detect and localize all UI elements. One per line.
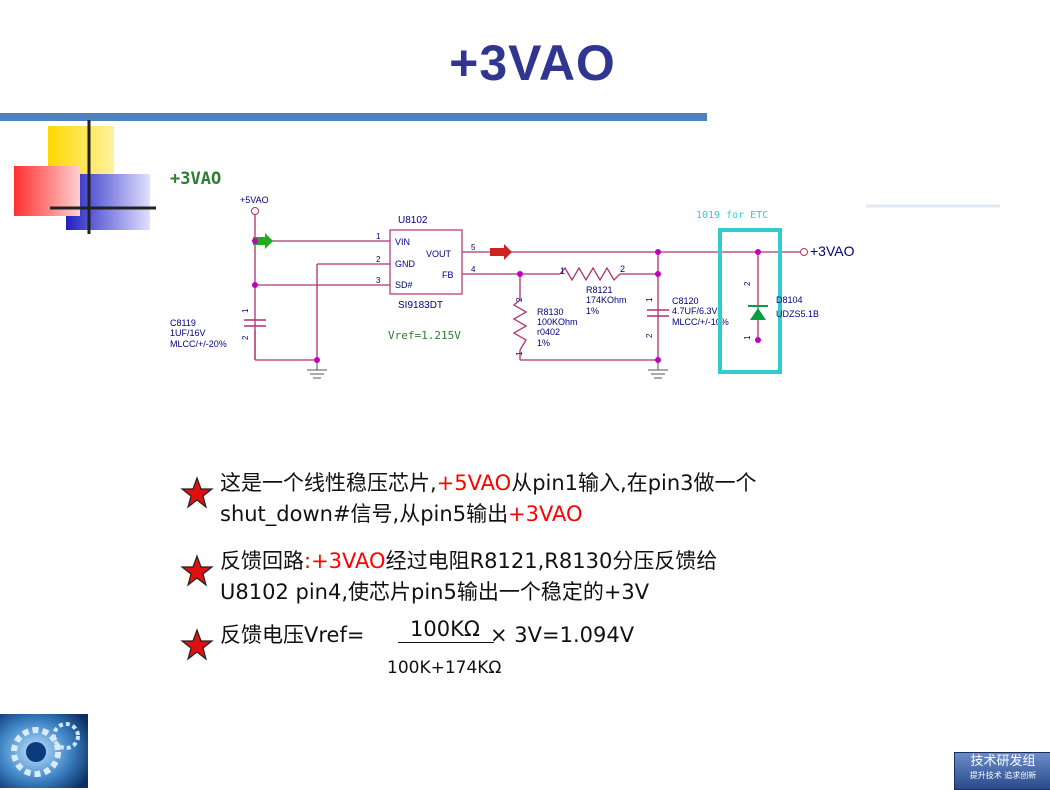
badge-title: 技术研发组: [970, 754, 1036, 769]
svg-text:UDZS5.1B: UDZS5.1B: [776, 309, 819, 319]
net-label-3vao: +3VAO: [170, 169, 221, 189]
svg-text:3: 3: [376, 276, 381, 285]
junction-nodes: [252, 238, 761, 363]
star-icon: [180, 628, 214, 661]
svg-text:1: 1: [743, 335, 752, 340]
resistor-r8121: 1 2 R8121 174KOhm 1%: [559, 264, 627, 316]
zener-diode-d8104: D8104 UDZS5.1B 2 1: [743, 281, 819, 340]
title-divider: [0, 113, 707, 121]
svg-text:2: 2: [515, 297, 524, 302]
svg-text:2: 2: [241, 335, 250, 340]
svg-text:2: 2: [620, 264, 625, 274]
svg-text:1%: 1%: [537, 338, 550, 348]
regulator-chip-u8102: U8102 VIN GND SD# VOUT FB 1 2 3 5 4 SI91…: [376, 215, 476, 311]
team-badge: 技术研发组 提升技术 追求创新: [954, 752, 1050, 790]
svg-text:MLCC/+/-20%: MLCC/+/-20%: [170, 339, 227, 349]
svg-text:VOUT: VOUT: [426, 249, 452, 259]
svg-text:D8104: D8104: [776, 295, 803, 305]
arrow-green: [253, 233, 273, 249]
etc-note: 1019 for ETC: [696, 210, 768, 221]
svg-text:2: 2: [743, 281, 752, 286]
svg-text:1: 1: [560, 266, 565, 276]
svg-text:1: 1: [376, 232, 381, 241]
svg-text:2: 2: [645, 333, 654, 338]
svg-text:2: 2: [376, 255, 381, 264]
svg-text:100KOhm: 100KOhm: [537, 317, 578, 327]
badge-subtitle: 提升技术 追求创新: [969, 771, 1037, 780]
svg-text:1: 1: [645, 297, 654, 302]
svg-text:1: 1: [241, 308, 250, 313]
resistor-r8130: R8130 100KOhm r0402 1% 2 1: [512, 297, 578, 356]
svg-text:SD#: SD#: [395, 280, 413, 290]
decorative-squares: [14, 120, 156, 234]
list-item: 反馈电压Vref= 100KΩ × 3V=1.094V 100K+174KΩ: [180, 617, 940, 690]
capacitor-c8120: C8120 4.7UF/6.3V MLCC/+/-10% 1 2: [645, 296, 729, 338]
gear-logo-image: [0, 714, 88, 788]
svg-text:FB: FB: [442, 270, 454, 280]
input-connector: [251, 207, 259, 215]
star-icon: [180, 476, 214, 509]
svg-text:U8102: U8102: [398, 215, 428, 226]
svg-text:1UF/16V: 1UF/16V: [170, 328, 206, 338]
svg-text:1%: 1%: [586, 306, 599, 316]
net-label-3vao-out: +3VAO: [810, 243, 855, 259]
svg-text:R8121: R8121: [586, 285, 613, 295]
svg-text:r0402: r0402: [537, 327, 560, 337]
output-connector: [800, 248, 808, 256]
svg-text:1: 1: [515, 351, 524, 356]
capacitor-c8119: C8119 1UF/16V MLCC/+/-20% 1 2: [170, 308, 266, 349]
svg-text:C8119: C8119: [170, 318, 196, 328]
svg-text:4: 4: [471, 265, 476, 274]
svg-text:GND: GND: [395, 259, 416, 269]
svg-text:174KOhm: 174KOhm: [586, 295, 627, 305]
svg-text:C8120: C8120: [672, 296, 699, 306]
svg-text:VIN: VIN: [395, 237, 410, 247]
regulator-schematic: +3VAO +5VAO +3VAO C8119 1UF/16V MLCC/+/-…: [170, 169, 1000, 379]
arrow-red: [490, 244, 512, 260]
page-title: +3VAO: [449, 35, 616, 91]
svg-text:4.7UF/6.3V: 4.7UF/6.3V: [672, 306, 718, 316]
svg-text:SI9183DT: SI9183DT: [398, 300, 443, 311]
svg-text:5: 5: [471, 243, 476, 252]
vref-label: Vref=1.215V: [388, 329, 461, 342]
svg-text:R8130: R8130: [537, 307, 564, 317]
fraction-bar: [398, 642, 494, 643]
net-label-5vao: +5VAO: [240, 195, 269, 205]
star-icon: [180, 554, 214, 587]
svg-text:MLCC/+/-10%: MLCC/+/-10%: [672, 317, 729, 327]
diode-highlight-box: [718, 228, 782, 374]
